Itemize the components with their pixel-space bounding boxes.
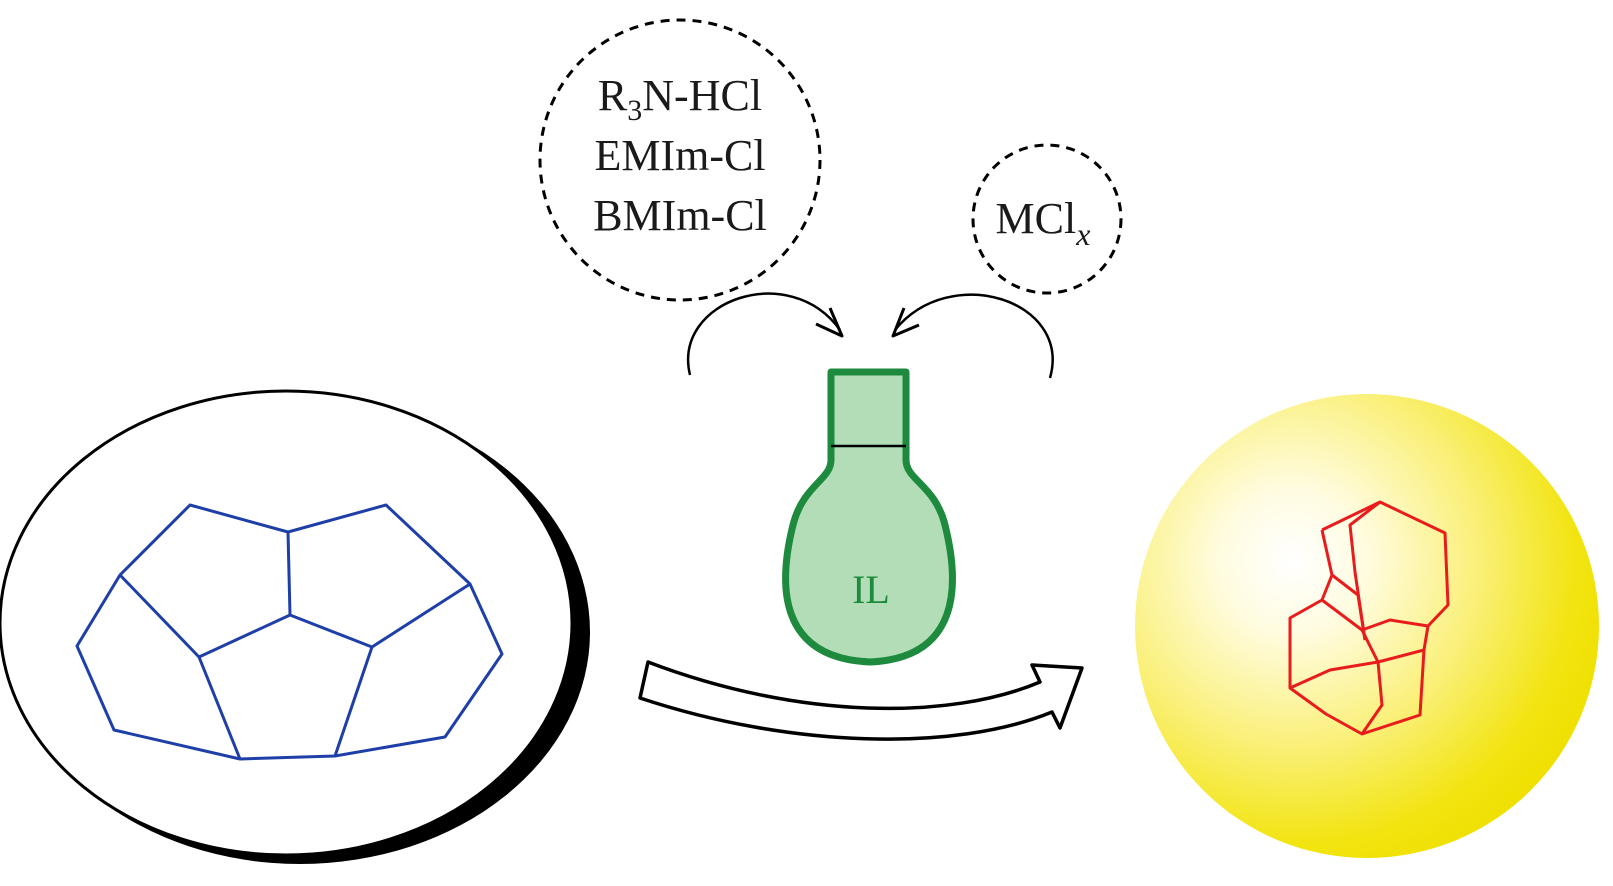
reagents-left-group: R3N-HCl EMIm-Cl BMIm-Cl (538, 18, 822, 302)
flask-icon: IL (782, 368, 956, 666)
reagent-r3n-hcl: R3N-HCl (598, 71, 762, 127)
reagent-bmim-cl: BMIm-Cl (593, 191, 767, 240)
product-sphere (1135, 394, 1599, 858)
flask-label-il: IL (852, 567, 890, 612)
product-adamantane-icon (1288, 500, 1450, 736)
reagent-right-group: MClx (971, 143, 1123, 295)
reagents-dashed-circle (538, 18, 822, 302)
reagent-emim-cl: EMIm-Cl (594, 131, 765, 180)
flask-body (782, 368, 956, 666)
addition-arrow-left (686, 292, 844, 376)
product-sphere-ball (1135, 394, 1599, 858)
reactant-cage-icon (75, 503, 504, 761)
reagent-mclx: MClx (996, 194, 1091, 252)
reaction-arrow-icon (638, 660, 1084, 741)
metal-chloride-dashed-circle (971, 143, 1123, 295)
addition-arrow-right (891, 293, 1054, 379)
